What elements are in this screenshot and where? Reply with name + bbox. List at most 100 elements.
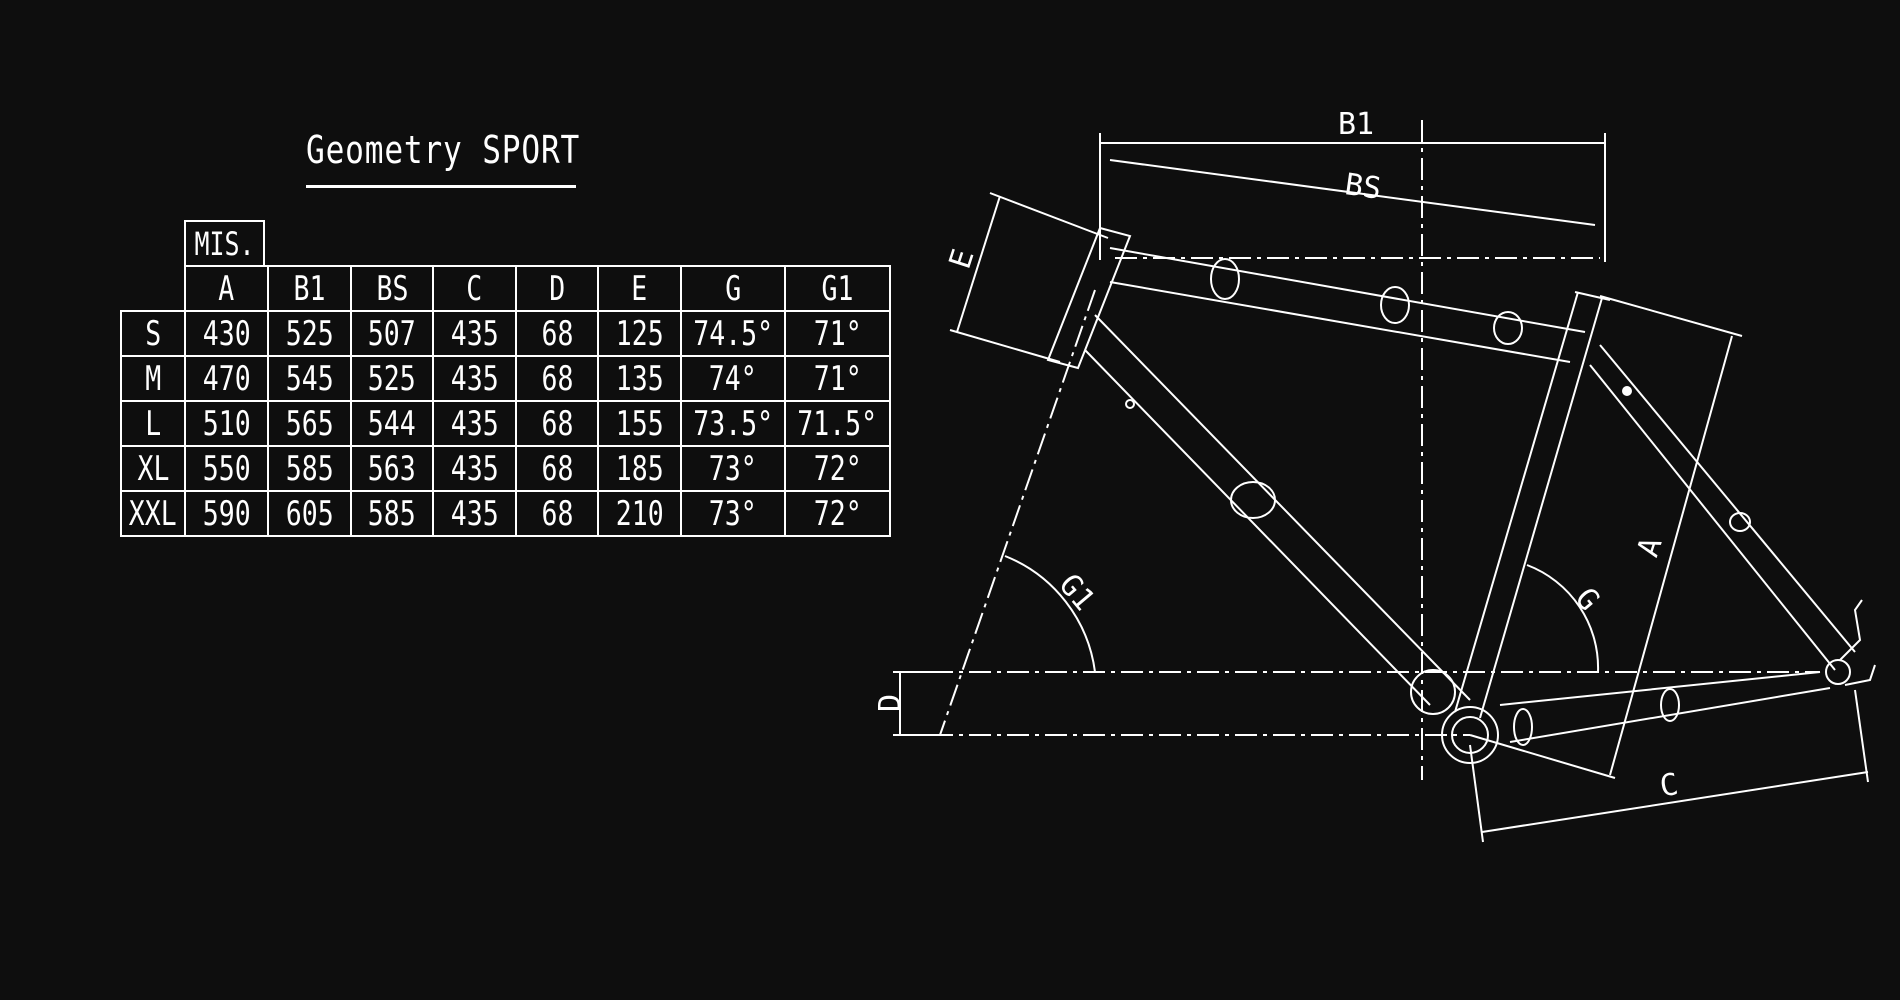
- table-cell: 68: [515, 355, 599, 402]
- top-tube-lower: [1109, 281, 1571, 363]
- table-cell: 585: [267, 445, 352, 492]
- chain-stay-section: [1660, 688, 1680, 722]
- table-cell: 545: [267, 355, 352, 402]
- table-cell: 185: [597, 445, 682, 492]
- size-label: MIS.: [194, 225, 255, 263]
- table-cell: 73.5°: [679, 400, 787, 447]
- e-label: E: [943, 245, 982, 273]
- cable-guide: [1210, 258, 1240, 300]
- table-cell: 470: [184, 355, 269, 402]
- chain-stay-upper: [1499, 671, 1821, 706]
- column-header: C: [432, 265, 517, 312]
- table-cell: 590: [184, 490, 269, 537]
- table-row: S 430 525 507 435 68 125 74.5° 71°: [120, 310, 891, 357]
- table-row: XXL 590 605 585 435 68 210 73° 72°: [120, 490, 891, 537]
- geometry-table: A B1 BS C D E G G1 S 430 525 507 435 68 …: [120, 265, 891, 537]
- table-cell: 155: [597, 400, 682, 447]
- column-header: D: [515, 265, 599, 312]
- table-cell: 550: [184, 445, 269, 492]
- table-cell: 73°: [679, 490, 787, 537]
- bottom-bracket-shell: [1410, 669, 1456, 715]
- table-cell: 435: [432, 400, 517, 447]
- size-label-cell: MIS.: [184, 220, 265, 265]
- table-cell: 435: [432, 310, 517, 357]
- a-extension-bottom: [1469, 734, 1616, 779]
- table-cell: 125: [597, 310, 682, 357]
- corner-cell: [121, 266, 185, 312]
- table-cell: 71°: [784, 310, 891, 357]
- rear-derailleur-hanger: [1839, 599, 1876, 686]
- column-header: B1: [267, 265, 352, 312]
- table-cell: 605: [267, 490, 352, 537]
- rear-dropout: [1825, 659, 1851, 685]
- a-extension-top: [1599, 295, 1743, 337]
- head-tube-axis: [939, 289, 1096, 736]
- head-tube: [1046, 226, 1132, 370]
- table-cell: 73°: [679, 445, 787, 492]
- g1-angle-arc: [1004, 555, 1096, 673]
- table-row: L 510 565 544 435 68 155 73.5° 71.5°: [120, 400, 891, 447]
- size-cell: L: [120, 400, 186, 447]
- g-label: G: [1568, 581, 1606, 617]
- seat-stay-bolt: [1622, 386, 1632, 396]
- table-cell: 68: [515, 400, 599, 447]
- table-cell: 71.5°: [784, 400, 891, 447]
- table-cell: 430: [184, 310, 269, 357]
- column-header: E: [597, 265, 682, 312]
- size-cell: XXL: [120, 490, 186, 537]
- chain-stay-lower: [1509, 687, 1831, 743]
- top-tube-upper: [1109, 247, 1586, 333]
- table-cell: 72°: [784, 490, 891, 537]
- b1-label: B1: [1338, 107, 1374, 142]
- table-cell: 68: [515, 445, 599, 492]
- table-row: XL 550 585 563 435 68 185 73° 72°: [120, 445, 891, 492]
- a-label: A: [1631, 533, 1670, 561]
- down-tube-upper: [1094, 314, 1471, 701]
- table-cell: 435: [432, 445, 517, 492]
- down-tube-lower: [1084, 349, 1431, 706]
- page-title: Geometry SPORT: [306, 128, 581, 172]
- e-extension-bottom: [949, 329, 1061, 363]
- seat-stay-upper: [1599, 344, 1856, 653]
- size-cell: XL: [120, 445, 186, 492]
- size-cell: S: [120, 310, 186, 357]
- seat-tube-top: [1574, 291, 1611, 301]
- table-cell: 525: [267, 310, 352, 357]
- seat-tube-left: [1454, 291, 1579, 713]
- table-cell: 68: [515, 310, 599, 357]
- column-header: BS: [350, 265, 434, 312]
- table-cell: 72°: [784, 445, 891, 492]
- c-dimension-line: [1481, 771, 1869, 833]
- e-extension-top: [989, 192, 1109, 239]
- table-cell: 68: [515, 490, 599, 537]
- seat-stay-lower: [1589, 364, 1836, 671]
- g1-label: G1: [1052, 568, 1102, 618]
- table-cell: 74°: [679, 355, 787, 402]
- table-cell: 544: [350, 400, 434, 447]
- table-cell: 74.5°: [679, 310, 787, 357]
- table-cell: 135: [597, 355, 682, 402]
- g-angle-arc: [1526, 564, 1600, 673]
- table-cell: 71°: [784, 355, 891, 402]
- column-header: G1: [784, 265, 891, 312]
- title-underline: [306, 185, 576, 188]
- cable-guide: [1493, 311, 1523, 345]
- table-cell: 435: [432, 355, 517, 402]
- size-cell: M: [120, 355, 186, 402]
- bs-label: BS: [1343, 167, 1384, 207]
- e-dimension-line: [956, 195, 1001, 333]
- table-cell: 510: [184, 400, 269, 447]
- bottle-boss: [1125, 399, 1135, 409]
- c-label: C: [1657, 767, 1680, 804]
- header-row: A B1 BS C D E G G1: [121, 265, 891, 312]
- column-header: G: [679, 265, 787, 312]
- column-header: A: [184, 265, 269, 312]
- table-cell: 435: [432, 490, 517, 537]
- table-cell: 563: [350, 445, 434, 492]
- table-row: M 470 545 525 435 68 135 74° 71°: [120, 355, 891, 402]
- table-cell: 565: [267, 400, 352, 447]
- c-extension-right: [1854, 689, 1869, 783]
- cable-guide: [1380, 286, 1410, 324]
- table-cell: 525: [350, 355, 434, 402]
- down-tube-section: [1230, 481, 1276, 519]
